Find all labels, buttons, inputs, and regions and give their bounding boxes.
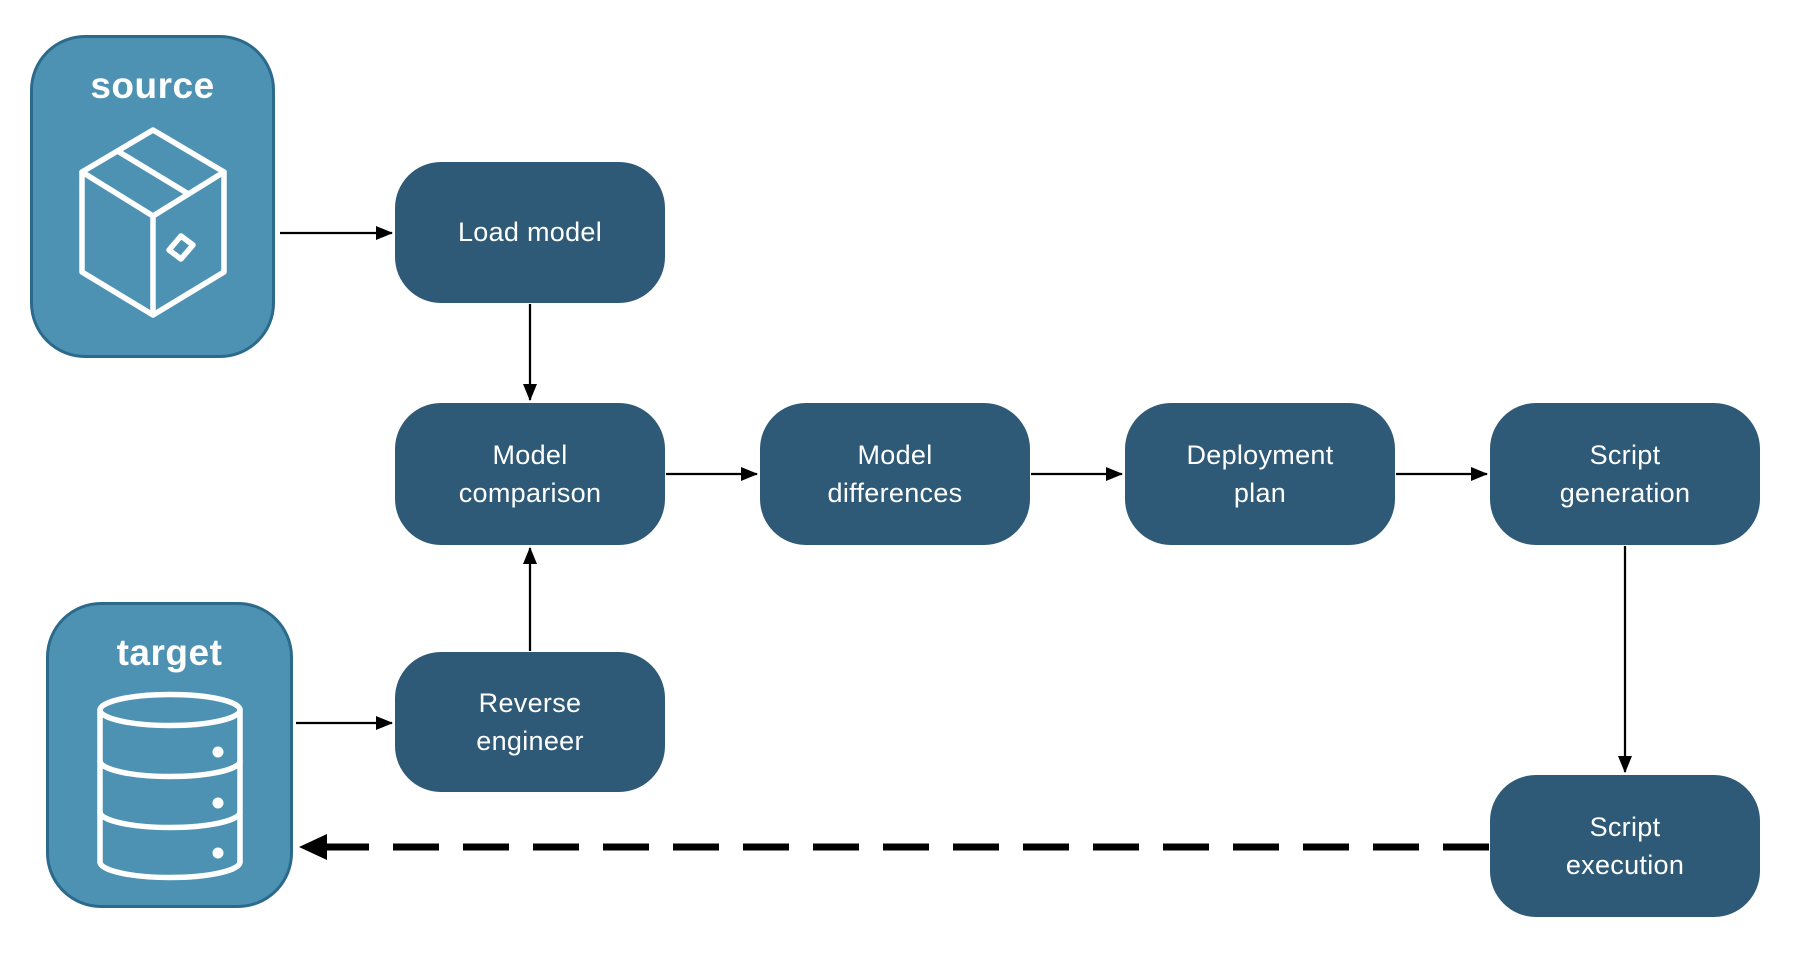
node-label: Reverse engineer [476, 687, 584, 756]
endpoint-target: target [46, 602, 293, 908]
node-label: Load model [457, 217, 603, 248]
node-model-differences: Model differences [760, 403, 1030, 545]
package-icon [78, 127, 227, 319]
node-label: Deployment plan [1186, 439, 1334, 508]
node-model-comparison: Model comparison [395, 403, 665, 545]
node-label: Script execution [1565, 811, 1685, 880]
node-script-generation: Script generation [1490, 403, 1760, 545]
target-label: target [116, 632, 223, 673]
node-load-model: Load model [395, 162, 665, 303]
node-deployment-plan: Deployment plan [1125, 403, 1395, 545]
node-label: Model differences [827, 439, 963, 508]
endpoint-source: source [30, 35, 275, 358]
node-reverse-engineer: Reverse engineer [395, 652, 665, 792]
node-label: Script generation [1559, 439, 1691, 508]
node-label: Model comparison [458, 439, 602, 508]
node-script-execution: Script execution [1490, 775, 1760, 917]
source-label: source [90, 65, 215, 106]
database-icon [96, 692, 243, 881]
